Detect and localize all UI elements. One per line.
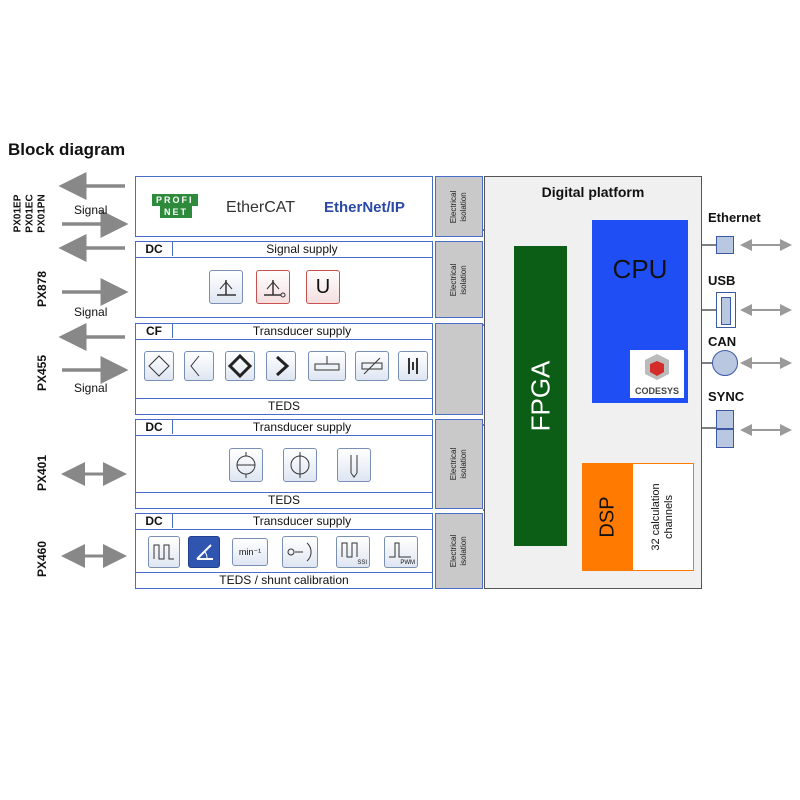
codesys-text: CODESYS — [634, 386, 679, 396]
signal-label-1: Signal — [74, 203, 108, 217]
ssi-text: SSI — [357, 560, 367, 566]
sync-port[interactable] — [716, 410, 734, 448]
ssi-icon: SSI — [336, 536, 370, 568]
usb-label: USB — [708, 273, 736, 288]
piezo-icon — [398, 351, 428, 381]
threshold-zero-icon — [256, 270, 290, 304]
lvdt-icon — [266, 351, 296, 381]
current-source-icon — [229, 448, 263, 482]
platform-title: Digital platform — [541, 184, 645, 200]
incremental-encoder-icon — [282, 536, 318, 568]
px401-footer: TEDS — [136, 492, 432, 508]
fpga-block: FPGA — [514, 246, 567, 546]
pwm-icon: PWM — [384, 536, 418, 568]
profinet-logo: PROFI NET — [152, 194, 216, 218]
dsp-block: DSP — [582, 463, 634, 571]
potentiometer-icon — [308, 351, 346, 381]
fpga-label: FPGA — [525, 360, 555, 432]
px401-module: DC Transducer supply TEDS — [135, 419, 433, 509]
px01-labels: PX01EP PX01EC PX01PN — [8, 188, 48, 242]
signal-label-2: Signal — [74, 305, 108, 319]
sync-label: SYNC — [708, 389, 745, 404]
px455-module: CF Transducer supply TEDS — [135, 323, 433, 415]
usb-port[interactable] — [716, 292, 736, 328]
ethernet-port[interactable] — [716, 236, 734, 254]
angle-encoder-icon — [188, 536, 220, 568]
label-px455: PX455 — [35, 354, 49, 392]
signal-label-3: Signal — [74, 381, 108, 395]
px878-header: DC Signal supply — [136, 242, 432, 258]
pwm-text: PWM — [400, 560, 415, 566]
frequency-icon — [148, 536, 180, 568]
page-title: Block diagram — [8, 140, 126, 159]
px401-header: DC Transducer supply — [136, 420, 432, 436]
ethernet-label: Ethernet — [708, 210, 761, 225]
pt100-icon — [355, 351, 389, 381]
label-px01ep: PX01EP — [12, 194, 24, 233]
can-port[interactable] — [712, 350, 738, 376]
px460-footer: TEDS / shunt calibration — [136, 572, 432, 588]
label-px01ec: PX01EC — [24, 194, 36, 233]
dsp-label: DSP — [596, 496, 619, 538]
can-label: CAN — [708, 334, 737, 349]
px878-module: DC Signal supply U — [135, 241, 433, 318]
label-px401: PX401 — [35, 454, 49, 492]
sync-divider — [717, 428, 733, 430]
px460-header: DC Transducer supply — [136, 514, 432, 530]
full-bridge-icon — [144, 351, 174, 381]
ethercat-logo: EtherCAT — [226, 199, 296, 216]
codesys-cube-icon — [645, 354, 669, 380]
isolation-px455 — [435, 323, 483, 415]
half-bridge-icon — [184, 351, 214, 381]
codesys-logo: CODESYS — [630, 350, 684, 398]
cpu-label: CPU — [612, 254, 668, 284]
calc-label: 32 calculation channels — [650, 483, 675, 551]
px460-module: DC Transducer supply min⁻¹ SSI PWM TEDS … — [135, 513, 433, 589]
thermocouple-icon — [337, 448, 371, 482]
speed-icon: min⁻¹ — [232, 538, 268, 566]
threshold-icon — [209, 270, 243, 304]
inductive-bridge-icon — [225, 351, 255, 381]
voltage-source-icon — [283, 448, 317, 482]
fieldbus-module: PROFI NET EtherCAT EtherNet/IP — [135, 176, 433, 237]
px455-header: CF Transducer supply — [136, 324, 432, 340]
label-px460: PX460 — [35, 540, 49, 578]
voltage-icon: U — [306, 270, 340, 304]
label-px878: PX878 — [35, 270, 49, 308]
px455-footer: TEDS — [136, 398, 432, 414]
cpu-block: CPU CODESYS — [592, 220, 688, 403]
label-px01pn: PX01PN — [36, 194, 48, 233]
ethernetip-logo: EtherNet/IP — [324, 199, 405, 216]
usb-plug-icon — [721, 297, 731, 325]
calculation-channels-block: 32 calculation channels — [632, 463, 694, 571]
